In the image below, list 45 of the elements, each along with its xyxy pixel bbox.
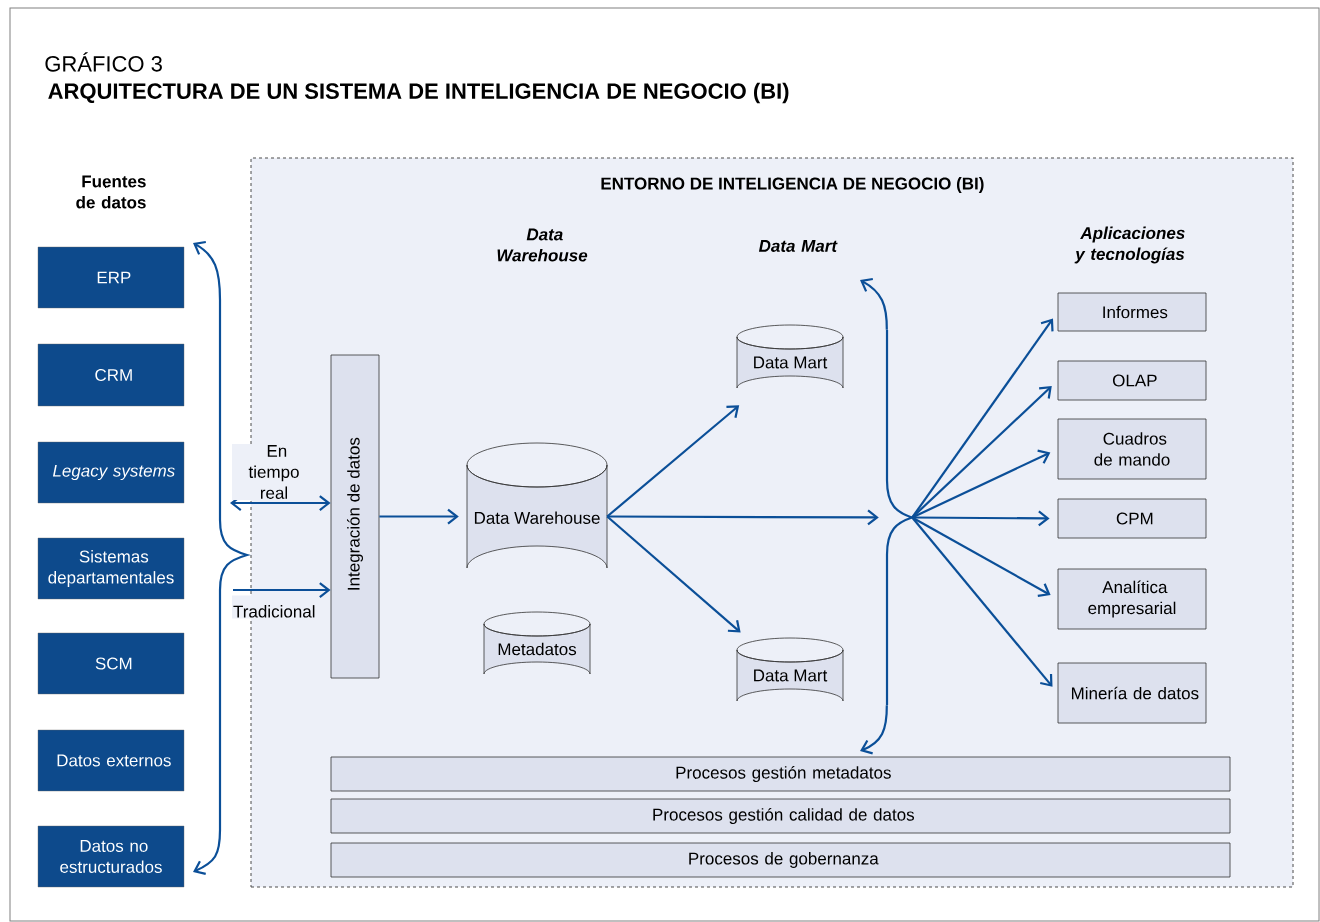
application-box: Analítica empresarial (1057, 568, 1207, 630)
database-cylinder: Data Mart (736, 324, 844, 389)
process-bar: Integración de datos (330, 354, 380, 679)
database-cylinder: Data Warehouse (466, 442, 608, 569)
arrow (233, 582, 331, 598)
application-box: Cuadros de mando (1057, 418, 1207, 480)
heading: Data Warehouse (497, 228, 588, 262)
source-box: Legacy systems (37, 441, 185, 504)
source-box: ERP (37, 246, 185, 309)
arrow (606, 405, 740, 518)
process-bar: Procesos de gobernanza (330, 842, 1231, 878)
application-box: CPM (1057, 498, 1207, 539)
application-box: Informes (1057, 292, 1207, 332)
heading: Data Mart (758, 240, 838, 252)
heading: GRÁFICO 3 (45, 52, 162, 72)
source-box: Datos no estructurados (37, 825, 185, 888)
source-box: SCM (37, 632, 185, 695)
arrow (911, 386, 1052, 519)
arrow (607, 509, 879, 526)
frame-title: ENTORNO DE INTELIGENCIA DE NEGOCIO (BI) (601, 177, 984, 193)
application-box: OLAP (1057, 360, 1207, 401)
arrow (911, 516, 1051, 597)
arrow (911, 318, 1054, 519)
figure-title: ARQUITECTURA DE UN SISTEMA DE INTELIGENCIA DE NEGOCIO (BI) (48, 82, 789, 104)
source-box: Datos externos (37, 729, 185, 792)
process-bar: Procesos gestión metadatos (330, 756, 1231, 792)
arrow (911, 449, 1051, 519)
database-cylinder: Metadatos (483, 611, 591, 675)
source-box: Sistemas departamentales (37, 537, 185, 600)
heading: Aplicaciones y tecnologías (1074, 226, 1185, 264)
edge-label: En tiempo real (232, 444, 316, 500)
arrow (230, 495, 331, 511)
edge-label: Tradicional (232, 595, 316, 619)
arrow (912, 510, 1050, 527)
process-bar: Procesos gestión calidad de datos (330, 798, 1231, 834)
heading: Fuentes de datos (76, 175, 146, 209)
source-box: CRM (37, 343, 185, 407)
arrow (911, 516, 1053, 687)
arrow (860, 277, 888, 330)
curly-brace (885, 330, 914, 705)
database-cylinder: Data Mart (736, 637, 844, 702)
application-box: Minería de datos (1057, 662, 1207, 724)
arrow (860, 705, 888, 755)
arrow (379, 508, 459, 525)
arrow (606, 515, 741, 633)
